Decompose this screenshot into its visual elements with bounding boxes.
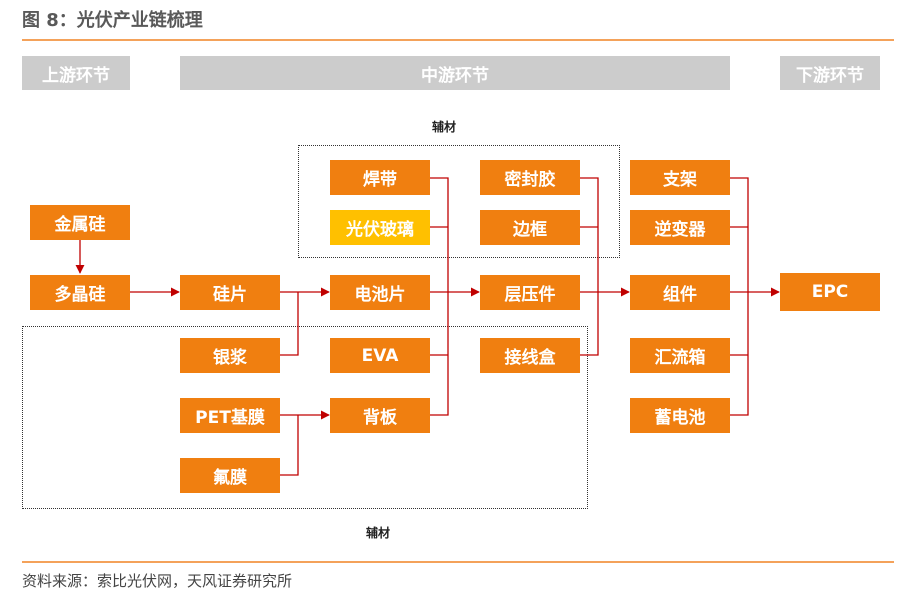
node-combiner-box: 汇流箱 <box>630 338 730 373</box>
node-fluoro-film: 氟膜 <box>180 458 280 493</box>
aux-group-bottom <box>22 326 588 509</box>
node-silver-paste: 银浆 <box>180 338 280 373</box>
connector-bos <box>730 177 749 416</box>
footer-divider <box>22 561 894 563</box>
node-module: 组件 <box>630 275 730 310</box>
aux-label-top: 辅材 <box>432 120 457 134</box>
connector-fluoro-film <box>280 415 299 476</box>
connector-sealant-frame-jbox <box>580 177 599 356</box>
node-bracket: 支架 <box>630 160 730 195</box>
stage-downstream: 下游环节 <box>780 56 880 90</box>
node-frame: 边框 <box>480 210 580 245</box>
node-epc: EPC <box>780 273 880 311</box>
source-note: 资料来源：索比光伏网，天风证券研究所 <box>22 572 293 590</box>
node-backsheet: 背板 <box>330 398 430 433</box>
aux-group-top <box>298 145 620 258</box>
stage-midstream: 中游环节 <box>180 56 730 90</box>
node-inverter: 逆变器 <box>630 210 730 245</box>
node-cell: 电池片 <box>330 275 430 310</box>
node-wafer: 硅片 <box>180 275 280 310</box>
node-metal-silicon: 金属硅 <box>30 205 130 240</box>
node-eva: EVA <box>330 338 430 373</box>
node-ribbon: 焊带 <box>330 160 430 195</box>
connector-aux-materials <box>430 177 449 416</box>
node-lamination: 层压件 <box>480 275 580 310</box>
figure-title: 图 8：光伏产业链梳理 <box>22 10 203 31</box>
connector-silver-paste <box>280 292 299 356</box>
stage-upstream: 上游环节 <box>22 56 130 90</box>
node-pet-film: PET基膜 <box>180 398 280 433</box>
node-pv-glass: 光伏玻璃 <box>330 210 430 245</box>
node-junction-box: 接线盒 <box>480 338 580 373</box>
node-polysilicon: 多晶硅 <box>30 275 130 310</box>
node-sealant: 密封胶 <box>480 160 580 195</box>
node-battery: 蓄电池 <box>630 398 730 433</box>
title-divider <box>22 39 894 41</box>
aux-label-bottom: 辅材 <box>366 526 391 540</box>
